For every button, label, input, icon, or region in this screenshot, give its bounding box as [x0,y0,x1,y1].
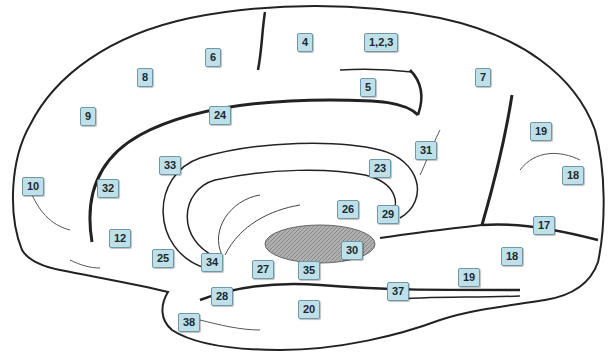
callout-number: 18 [501,247,523,266]
callout-number: 17 [533,216,555,235]
callout-number: 29 [377,205,399,224]
callout-number: 23 [369,159,391,178]
callout-number: 35 [298,261,320,280]
callout-number: 31 [415,141,437,160]
callout-number: 24 [209,106,231,125]
callout-number: 33 [159,156,181,175]
callout-number: 19 [458,268,480,287]
callout-number: 34 [201,253,223,272]
callout-number: 9 [80,107,96,126]
callout-number: 20 [298,300,320,319]
callout-number: 25 [152,249,174,268]
callout-number: 37 [387,282,409,301]
callout-number: 18 [562,166,584,185]
callout-number: 26 [337,200,359,219]
callout-number: 30 [341,241,363,260]
callout-number: 19 [530,122,552,141]
callout-number: 5 [360,78,376,97]
callout-number: 8 [137,68,153,87]
callout-number: 32 [97,179,119,198]
callout-number: 7 [475,68,491,87]
callout-number: 38 [178,313,200,332]
callout-number: 27 [252,260,274,279]
callout-number: 10 [22,177,44,196]
callout-number: 28 [211,287,233,306]
callout-number: 1,2,3 [364,33,398,52]
callout-number: 12 [109,229,131,248]
callout-number: 4 [297,33,313,52]
callout-number: 6 [205,48,221,67]
